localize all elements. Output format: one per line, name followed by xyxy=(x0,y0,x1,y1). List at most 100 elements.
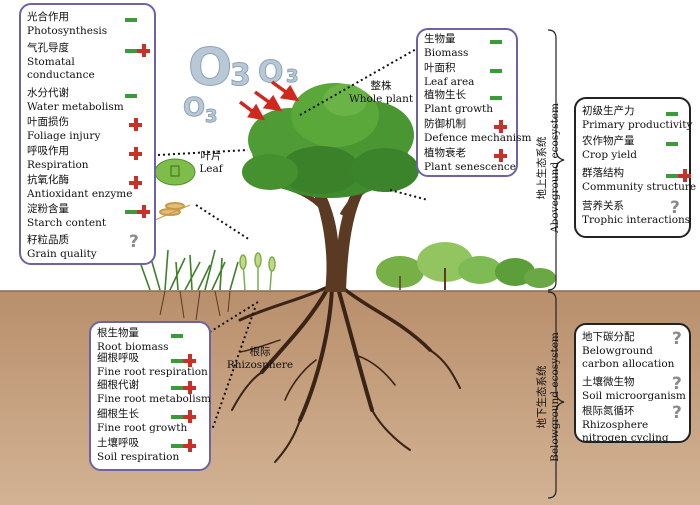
effect-item-zh: 初级生产力 xyxy=(582,105,635,117)
effect-item-zh: 生物量 xyxy=(424,33,456,45)
effect-item-zh: 气孔导度 xyxy=(27,42,69,54)
decrease-minus-icon xyxy=(171,359,183,363)
decrease-minus-icon xyxy=(125,49,137,53)
effect-item: 生物量 Biomass xyxy=(418,33,516,61)
whole-plant-label-en: Whole plant xyxy=(348,93,414,105)
aboveground-label-zh: 地上生态系统 xyxy=(536,136,548,200)
decrease-minus-icon xyxy=(490,40,502,44)
aboveground-ecosystem-label: 地上生态系统 Aboveground ecosystem xyxy=(536,93,564,243)
effect-item-en: Fine root metabolism xyxy=(97,393,211,405)
increase-plus-icon xyxy=(183,381,196,394)
effect-item-en: Crop yield xyxy=(582,149,638,161)
ozone-molecules: O 3 O 3 O 3 xyxy=(183,38,300,128)
effect-item-zh: 营养关系 xyxy=(582,200,624,212)
effect-item-en: Rhizosphere xyxy=(582,419,649,431)
decrease-minus-icon xyxy=(171,444,183,448)
leaf-label-en: Leaf xyxy=(199,163,223,175)
effect-item-zh: 叶面积 xyxy=(424,62,456,74)
whole-plant-label: 整株 Whole plant xyxy=(345,80,417,106)
tree-roots xyxy=(231,286,461,463)
effect-item-en: Soil microorganism xyxy=(582,390,686,402)
ozone-o-mid: O xyxy=(258,55,284,90)
effect-item: 土壤微生物 Soil microorganism? xyxy=(576,376,689,404)
effect-item-en-line2: nitrogen cycling xyxy=(582,432,669,444)
increase-plus-icon xyxy=(678,169,691,182)
decrease-minus-icon xyxy=(171,386,183,390)
effect-item-en: Leaf area xyxy=(424,76,475,88)
seedlings xyxy=(239,252,276,291)
ozone-o-small: O xyxy=(183,93,205,123)
tree-canopy xyxy=(242,83,419,198)
shrubs-right xyxy=(376,242,556,290)
grass-left xyxy=(139,249,239,291)
decrease-minus-icon xyxy=(171,415,183,419)
effect-item-en: Plant senescence xyxy=(424,161,516,173)
decrease-minus-icon xyxy=(666,142,678,146)
effect-item-en: Soil respiration xyxy=(97,451,180,463)
grain-icon xyxy=(154,202,191,221)
effect-item-zh: 植物衰老 xyxy=(424,147,466,159)
ecosystem-brackets xyxy=(547,29,565,499)
belowground-label-zh: 地下生态系统 xyxy=(536,365,548,429)
ozone-3-small: 3 xyxy=(205,106,218,127)
effect-item-en: Photosynthesis xyxy=(27,25,108,37)
unknown-question-icon: ? xyxy=(672,403,682,423)
connector-lines xyxy=(157,47,429,431)
effect-item-en-line2: carbon allocation xyxy=(582,358,675,370)
decrease-minus-icon xyxy=(171,334,183,338)
increase-plus-icon xyxy=(137,44,150,57)
increase-plus-icon xyxy=(129,118,142,131)
belowground-label-en: Belowground ecosystem xyxy=(549,332,561,462)
decrease-minus-icon xyxy=(490,69,502,73)
increase-plus-icon xyxy=(183,439,196,452)
belowground-ecosystem-label: 地下生态系统 Belowground ecosystem xyxy=(536,322,564,472)
grass-roots xyxy=(159,290,231,321)
effect-item-en: Primary productivity xyxy=(582,119,693,131)
effect-item: 水分代谢 Water metabolism xyxy=(21,87,154,115)
decrease-minus-icon xyxy=(490,96,502,100)
effect-item-en: Belowground xyxy=(582,345,653,357)
effect-item-en: Fine root respiration xyxy=(97,366,208,378)
effect-item-en: Antioxidant enzyme xyxy=(27,188,133,200)
rhizosphere-label-zh: 根际 xyxy=(249,346,271,358)
effect-item-zh: 根际氮循环 xyxy=(582,405,635,417)
increase-plus-icon xyxy=(129,147,142,160)
effect-item-zh: 土壤微生物 xyxy=(582,376,635,388)
effect-item-zh: 水分代谢 xyxy=(27,87,69,99)
effect-item-zh: 籽粒品质 xyxy=(27,234,69,246)
increase-plus-icon xyxy=(129,176,142,189)
effect-item-zh: 细根代谢 xyxy=(97,379,139,391)
effect-item-en: Community structure xyxy=(582,181,697,193)
effect-item-en: Fine root growth xyxy=(97,422,188,434)
effect-item-en: Biomass xyxy=(424,47,469,59)
ozone-arrows xyxy=(238,80,300,121)
ozone-o-large: O xyxy=(188,38,232,98)
decrease-minus-icon xyxy=(125,18,137,22)
effect-item-zh: 细根生长 xyxy=(97,408,139,420)
effect-item-en: Water metabolism xyxy=(27,101,124,113)
effect-item-en: Root biomass xyxy=(97,341,169,353)
effect-item: 叶面积 Leaf area xyxy=(418,62,516,90)
effect-item-zh: 防御机制 xyxy=(424,118,466,130)
unknown-question-icon: ? xyxy=(672,374,682,394)
effect-item-en-line2: conductance xyxy=(27,69,95,81)
rhizosphere-label: 根际 Rhizosphere xyxy=(222,346,298,372)
effect-item-zh: 呼吸作用 xyxy=(27,145,69,157)
decrease-minus-icon xyxy=(666,112,678,116)
decrease-minus-icon xyxy=(125,94,137,98)
effect-item: 初级生产力 Primary productivity xyxy=(576,105,693,133)
